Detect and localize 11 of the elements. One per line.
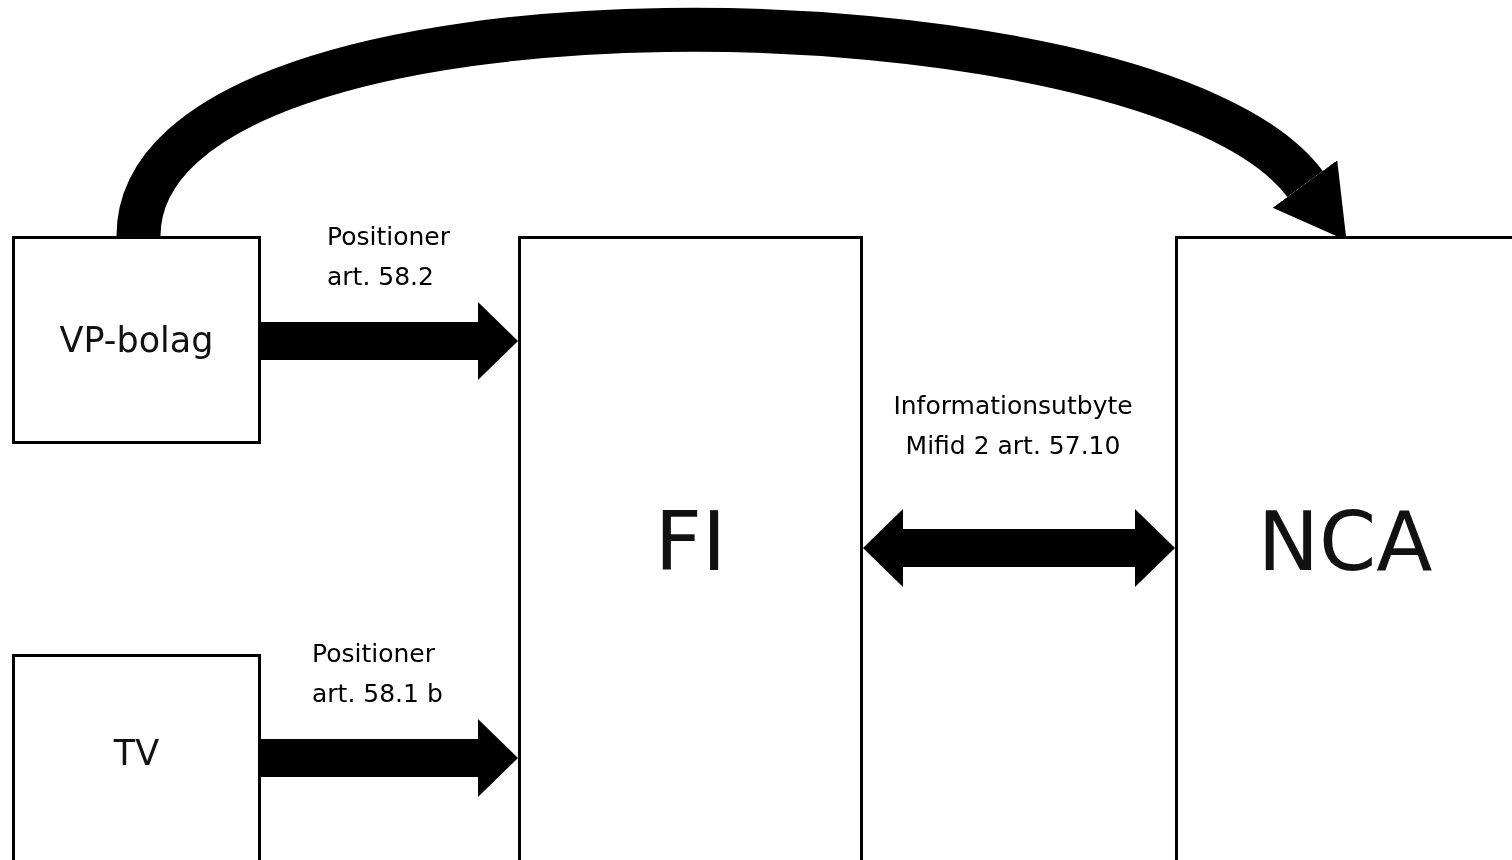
entity-box	[12, 654, 261, 860]
node-label: FI	[654, 494, 727, 589]
entity-box	[1175, 236, 1512, 860]
node-label: NCA	[1257, 494, 1433, 589]
arrow	[261, 302, 518, 380]
node-label: VP-bolag	[59, 320, 214, 360]
entity-box	[518, 236, 863, 860]
node-label: TV	[113, 733, 160, 773]
arrow	[863, 509, 1175, 587]
entity-box	[12, 236, 261, 444]
arrow	[261, 719, 518, 797]
